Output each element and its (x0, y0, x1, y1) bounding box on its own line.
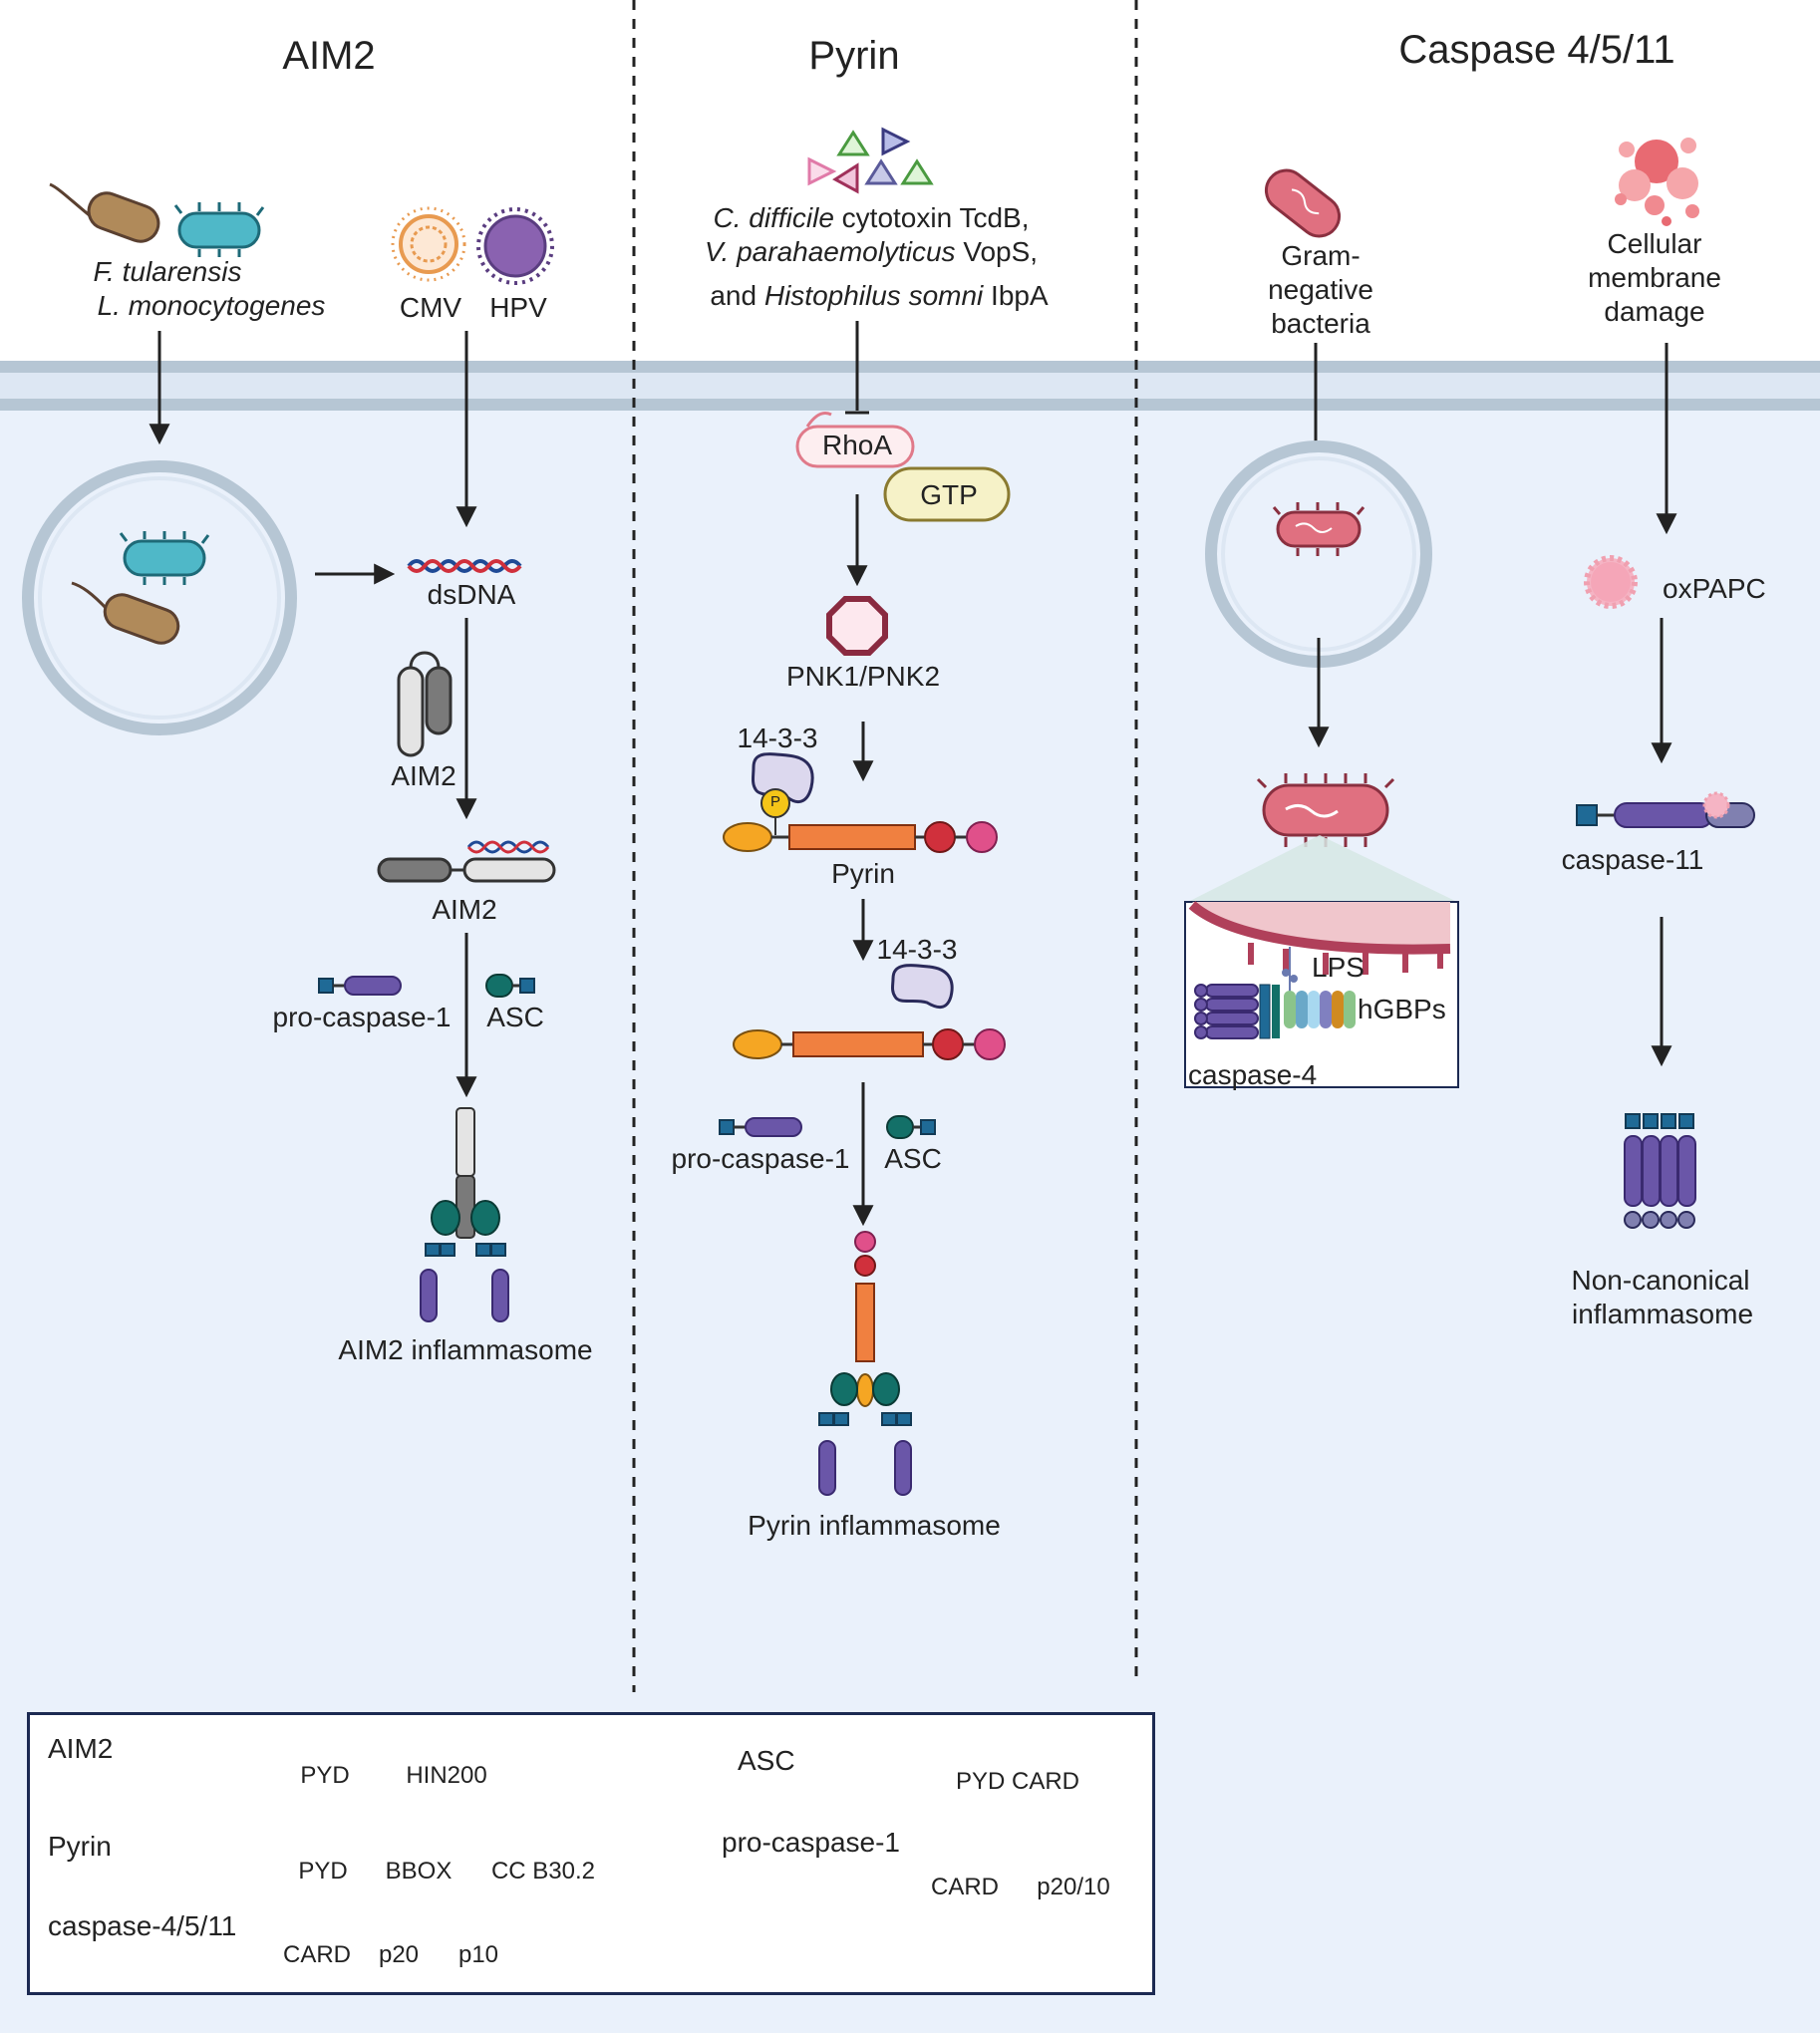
bacterium-tan-in-vacuole-icon (71, 581, 180, 645)
noncanonical-inflammasome-icon (1624, 1113, 1696, 1229)
pyrin-section-title: Pyrin (808, 34, 900, 78)
phagosome-vacuole (22, 460, 297, 735)
toxin-line-3-rest: IbpA (983, 280, 1049, 311)
membrane-outer-layer (0, 361, 1820, 373)
bacterium-in-vacuole-icon (1272, 502, 1365, 556)
legend-caspase-p10: p10 (457, 1941, 499, 1968)
legend-aim2-hin200: HIN200 (406, 1762, 487, 1789)
procaspase1-icon (318, 976, 402, 996)
membrane-damage-label-line2: membrane (1588, 262, 1721, 293)
aim2-asc-label: ASC (486, 1002, 544, 1032)
pyrin-inflammasome-icon (818, 1231, 912, 1496)
hgbps-label: hGBPs (1358, 994, 1446, 1024)
aim2-active-icon (377, 840, 556, 883)
legend-procaspase-card: CARD (930, 1874, 1000, 1900)
legend-pyrin-bbox: BBOX (385, 1858, 453, 1885)
gtp-label: GTP (920, 479, 978, 510)
hpv-label: HPV (489, 292, 547, 323)
oxpapc-icon (1584, 555, 1638, 609)
legend-procaspase-p2010: p20/10 (1037, 1874, 1110, 1900)
legend-aim2-title: AIM2 (48, 1733, 114, 1764)
legend-pyrin-title: Pyrin (48, 1831, 112, 1862)
protein-1433-bound-label: 14-3-3 (737, 723, 818, 753)
noncanonical-label-line2: inflammasome (1571, 1299, 1754, 1329)
dsdna-helix-icon (407, 559, 522, 573)
asc-icon (485, 974, 535, 998)
membrane-damage-label-line1: Cellular (1607, 228, 1702, 259)
pnk-icon (826, 596, 888, 656)
legend-asc-title: ASC (738, 1745, 795, 1776)
toxin-line-1: C. difficile cytotoxin TcdB, (714, 201, 1030, 235)
gram-negative-bacterium-icon (1264, 168, 1342, 238)
legend-box (27, 1712, 1155, 1995)
caspase11-icon (1576, 791, 1755, 828)
toxin-line-1-italic: C. difficile (713, 202, 834, 233)
membrane-damage-label-line3: damage (1604, 296, 1705, 327)
bacterium-teal-in-vacuole-icon (119, 531, 210, 585)
toxin-line-3-italic: Histophilus somni (763, 280, 984, 311)
zoom-inset (1184, 901, 1459, 1088)
oxpapc-label: oxPAPC (1663, 573, 1766, 604)
cytosolic-bacterium-icon (1256, 773, 1395, 847)
cmv-label: CMV (399, 292, 462, 323)
pyrin-asc-label: ASC (884, 1143, 942, 1174)
dsdna-label: dsDNA (427, 579, 516, 610)
phosphate-label: P (769, 793, 781, 810)
pnk-label: PNK1/PNK2 (785, 661, 941, 692)
pyrin-bound-icon (723, 817, 998, 853)
legend-procaspase-title: pro-caspase-1 (722, 1827, 900, 1858)
toxin-line-2: V. parahaemolyticus VopS, (705, 235, 1038, 269)
protein-1433-free-icon (891, 964, 954, 1009)
pyrin-inflammasome-label: Pyrin inflammasome (748, 1510, 1001, 1541)
gtp-icon (883, 466, 1011, 522)
protein-1433-bound-icon (752, 752, 814, 804)
toxin-line-3: and Histophilus somni IbpA (710, 279, 1048, 313)
legend-caspase-p20: p20 (378, 1941, 420, 1968)
legend-pyrin-cc-b302: CC B30.2 (490, 1858, 596, 1885)
caspase-section-title: Caspase 4/5/11 (1398, 28, 1675, 72)
protein-1433-free-label: 14-3-3 (876, 934, 958, 965)
zoom-cone (1188, 835, 1457, 902)
cmv-virus-icon (391, 206, 466, 282)
bacterium-tan-icon (49, 182, 160, 243)
bacteria-label-francisella: F. tularensis (93, 256, 242, 287)
aim2-inflammasome-icon (420, 1107, 509, 1322)
legend-asc-domains: PYD CARD (955, 1768, 1080, 1795)
pyrin-asc-icon (886, 1115, 936, 1139)
aim2-section-title: AIM2 (282, 34, 376, 78)
aim2-inactive-icon (397, 651, 453, 757)
noncanonical-label-line1: Non-canonical (1571, 1265, 1750, 1296)
aim2-inactive-label: AIM2 (391, 760, 456, 791)
pyrin-procaspase1-icon (719, 1117, 802, 1137)
gram-label-line3: bacteria (1271, 308, 1370, 339)
rhoa-icon (795, 412, 915, 468)
membrane-inner-layer (0, 399, 1820, 411)
pyrin-free-icon (733, 1028, 1006, 1060)
bacterium-teal-icon (173, 202, 265, 257)
toxin-line-2-italic: V. parahaemolyticus (704, 236, 956, 267)
caspase11-label: caspase-11 (1561, 844, 1704, 875)
toxin-cluster-icon (807, 127, 934, 194)
toxin-line-1-rest: cytotoxin TcdB, (833, 202, 1030, 233)
aim2-inflammasome-label: AIM2 inflammasome (338, 1334, 593, 1365)
gram-label-line2: negative (1268, 274, 1373, 305)
legend-caspase-title: caspase-4/5/11 (48, 1910, 237, 1941)
membrane-damage-icon (1615, 138, 1699, 226)
pyrin-bound-label: Pyrin (831, 858, 895, 889)
aim2-active-label: AIM2 (432, 894, 497, 925)
caspase4-label: caspase-4 (1188, 1059, 1318, 1090)
rhoa-label: RhoA (821, 430, 893, 460)
aim2-procaspase-label: pro-caspase-1 (272, 1002, 452, 1032)
lps-label: LPS (1312, 952, 1365, 983)
gram-label-line1: Gram- (1281, 240, 1361, 271)
hpv-virus-icon (476, 207, 554, 285)
legend-caspase-card: CARD (282, 1941, 352, 1968)
toxin-line-3-pre: and (710, 280, 764, 311)
toxin-line-2-rest: VopS, (955, 236, 1039, 267)
bacteria-label-listeria: L. monocytogenes (97, 290, 326, 321)
pyrin-procaspase-label: pro-caspase-1 (671, 1143, 850, 1174)
legend-aim2-pyd: PYD (300, 1762, 350, 1789)
legend-pyrin-pyd: PYD (298, 1858, 348, 1885)
